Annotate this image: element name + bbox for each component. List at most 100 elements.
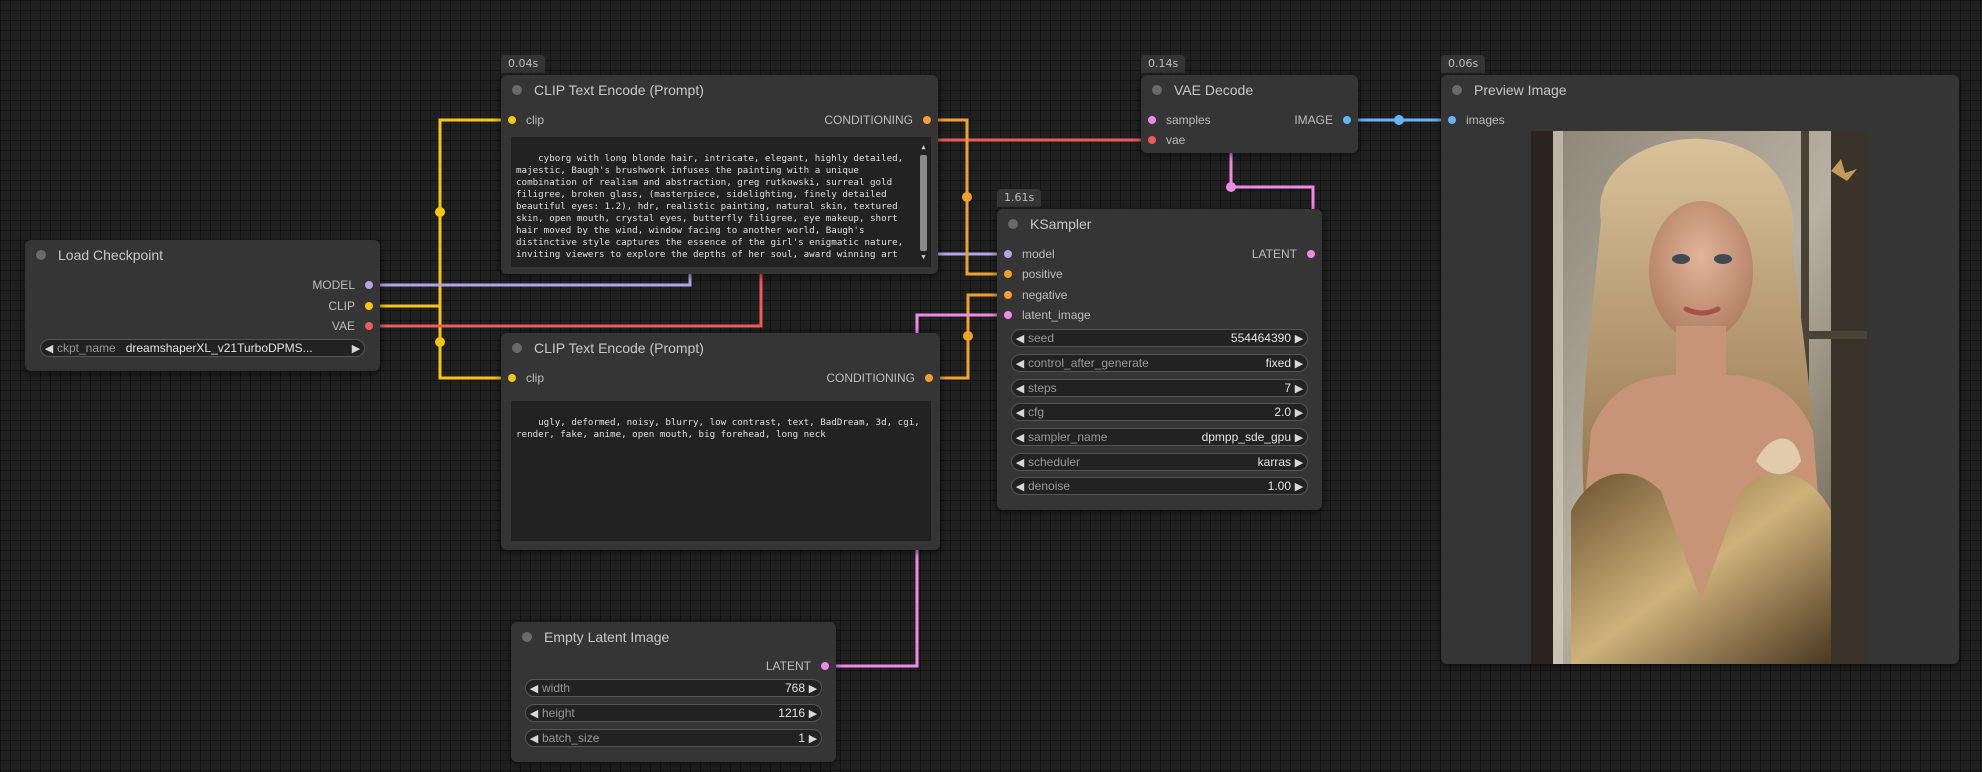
node-title-bar[interactable]: CLIP Text Encode (Prompt)	[501, 75, 938, 105]
increment-arrow-icon[interactable]: ▶	[1294, 456, 1304, 469]
decrement-arrow-icon[interactable]: ◀	[1015, 332, 1025, 345]
increment-arrow-icon[interactable]: ▶	[1294, 480, 1304, 493]
slot-dot-icon[interactable]	[1004, 270, 1012, 278]
node-title-bar[interactable]: Preview Image	[1441, 75, 1959, 105]
denoise-widget[interactable]: ◀ denoise 1.00 ▶	[1011, 477, 1308, 495]
generated-image-preview[interactable]	[1531, 131, 1867, 664]
input-slot-images[interactable]: images	[1448, 111, 1505, 129]
input-slot-samples[interactable]: samples	[1148, 111, 1211, 129]
slot-dot-icon[interactable]	[1307, 250, 1315, 258]
batch-size-widget[interactable]: ◀ batch_size 1 ▶	[525, 729, 822, 747]
decrement-arrow-icon[interactable]: ◀	[529, 732, 539, 745]
vae-decode-node[interactable]: VAE Decode samples vae IMAGE	[1141, 75, 1358, 153]
output-slot-latent[interactable]: LATENT	[1252, 245, 1315, 263]
output-slot-latent[interactable]: LATENT	[766, 657, 829, 675]
increment-arrow-icon[interactable]: ▶	[351, 342, 361, 355]
prompt-textarea[interactable]: ugly, deformed, noisy, blurry, low contr…	[511, 401, 931, 541]
increment-arrow-icon[interactable]: ▶	[808, 707, 818, 720]
decrement-arrow-icon[interactable]: ◀	[1015, 406, 1025, 419]
increment-arrow-icon[interactable]: ▶	[1294, 431, 1304, 444]
decrement-arrow-icon[interactable]: ◀	[1015, 456, 1025, 469]
empty-latent-image-node[interactable]: Empty Latent Image LATENT ◀ width 768 ▶ …	[511, 622, 836, 762]
prompt-textarea[interactable]: cyborg with long blonde hair, intricate,…	[511, 137, 931, 267]
input-slot-vae[interactable]: vae	[1148, 131, 1185, 149]
textarea-scrollbar[interactable]: ▲ ▼	[919, 143, 928, 261]
ksampler-node[interactable]: KSampler model positive negative latent_…	[997, 209, 1322, 510]
output-slot-image[interactable]: IMAGE	[1294, 111, 1351, 129]
slot-dot-icon[interactable]	[1448, 116, 1456, 124]
decrement-arrow-icon[interactable]: ◀	[1015, 382, 1025, 395]
slot-dot-icon[interactable]	[923, 116, 931, 124]
widget-value: karras	[1257, 455, 1291, 469]
input-slot-latent-image[interactable]: latent_image	[1004, 306, 1091, 324]
slot-label: samples	[1166, 113, 1211, 127]
width-widget[interactable]: ◀ width 768 ▶	[525, 679, 822, 697]
sampler-name-widget[interactable]: ◀ sampler_name dpmpp_sde_gpu ▶	[1011, 428, 1308, 446]
scroll-down-icon[interactable]: ▼	[921, 253, 926, 261]
slot-dot-icon[interactable]	[821, 662, 829, 670]
height-widget[interactable]: ◀ height 1216 ▶	[525, 704, 822, 722]
scheduler-widget[interactable]: ◀ scheduler karras ▶	[1011, 453, 1308, 471]
clip-text-encode-negative-node[interactable]: CLIP Text Encode (Prompt) clip CONDITION…	[501, 333, 940, 550]
increment-arrow-icon[interactable]: ▶	[808, 682, 818, 695]
preview-image-node[interactable]: Preview Image images	[1441, 75, 1959, 664]
decrement-arrow-icon[interactable]: ◀	[1015, 480, 1025, 493]
slot-dot-icon[interactable]	[365, 302, 373, 310]
load-checkpoint-node[interactable]: Load Checkpoint MODEL CLIP VAE ◀ ckpt_na…	[25, 240, 380, 371]
node-title-bar[interactable]: KSampler	[997, 209, 1322, 239]
collapse-dot-icon[interactable]	[512, 343, 522, 353]
decrement-arrow-icon[interactable]: ◀	[44, 342, 54, 355]
decrement-arrow-icon[interactable]: ◀	[529, 707, 539, 720]
node-title-bar[interactable]: CLIP Text Encode (Prompt)	[501, 333, 940, 363]
slot-dot-icon[interactable]	[365, 281, 373, 289]
steps-widget[interactable]: ◀ steps 7 ▶	[1011, 379, 1308, 397]
slot-dot-icon[interactable]	[1004, 291, 1012, 299]
input-slot-model[interactable]: model	[1004, 245, 1055, 263]
decrement-arrow-icon[interactable]: ◀	[1015, 431, 1025, 444]
slot-dot-icon[interactable]	[1343, 116, 1351, 124]
collapse-dot-icon[interactable]	[1008, 219, 1018, 229]
output-slot-conditioning[interactable]: CONDITIONING	[824, 111, 931, 129]
increment-arrow-icon[interactable]: ▶	[1294, 382, 1304, 395]
collapse-dot-icon[interactable]	[36, 250, 46, 260]
output-slot-vae[interactable]: VAE	[332, 317, 373, 335]
slot-dot-icon[interactable]	[1148, 136, 1156, 144]
widget-label: width	[542, 681, 571, 695]
increment-arrow-icon[interactable]: ▶	[1294, 406, 1304, 419]
input-slot-clip[interactable]: clip	[508, 369, 544, 387]
node-title-bar[interactable]: VAE Decode	[1141, 75, 1358, 105]
seed-widget[interactable]: ◀ seed 554464390 ▶	[1011, 329, 1308, 347]
slot-dot-icon[interactable]	[1148, 116, 1156, 124]
collapse-dot-icon[interactable]	[1152, 85, 1162, 95]
output-slot-model[interactable]: MODEL	[312, 276, 373, 294]
output-slot-clip[interactable]: CLIP	[328, 297, 373, 315]
ckpt-name-combo[interactable]: ◀ ckpt_name dreamshaperXL_v21TurboDPMS..…	[40, 339, 365, 357]
output-slot-conditioning[interactable]: CONDITIONING	[826, 369, 933, 387]
cfg-widget[interactable]: ◀ cfg 2.0 ▶	[1011, 403, 1308, 421]
collapse-dot-icon[interactable]	[512, 85, 522, 95]
scroll-thumb[interactable]	[920, 155, 927, 251]
input-slot-clip[interactable]: clip	[508, 111, 544, 129]
increment-arrow-icon[interactable]: ▶	[1294, 332, 1304, 345]
node-title-bar[interactable]: Empty Latent Image	[511, 622, 836, 652]
decrement-arrow-icon[interactable]: ◀	[1015, 357, 1025, 370]
collapse-dot-icon[interactable]	[1452, 85, 1462, 95]
input-slot-positive[interactable]: positive	[1004, 265, 1063, 283]
slot-dot-icon[interactable]	[365, 322, 373, 330]
control-after-generate-widget[interactable]: ◀ control_after_generate fixed ▶	[1011, 354, 1308, 372]
collapse-dot-icon[interactable]	[522, 632, 532, 642]
wire-reroute-point	[435, 207, 445, 217]
slot-dot-icon[interactable]	[508, 374, 516, 382]
decrement-arrow-icon[interactable]: ◀	[529, 682, 539, 695]
increment-arrow-icon[interactable]: ▶	[1294, 357, 1304, 370]
slot-dot-icon[interactable]	[1004, 250, 1012, 258]
clip-text-encode-positive-node[interactable]: CLIP Text Encode (Prompt) clip CONDITION…	[501, 75, 938, 274]
node-title-bar[interactable]: Load Checkpoint	[25, 240, 380, 270]
slot-dot-icon[interactable]	[1004, 311, 1012, 319]
widget-value: 1216	[778, 706, 805, 720]
input-slot-negative[interactable]: negative	[1004, 286, 1067, 304]
increment-arrow-icon[interactable]: ▶	[808, 732, 818, 745]
slot-dot-icon[interactable]	[508, 116, 516, 124]
slot-dot-icon[interactable]	[925, 374, 933, 382]
scroll-up-icon[interactable]: ▲	[921, 143, 926, 151]
